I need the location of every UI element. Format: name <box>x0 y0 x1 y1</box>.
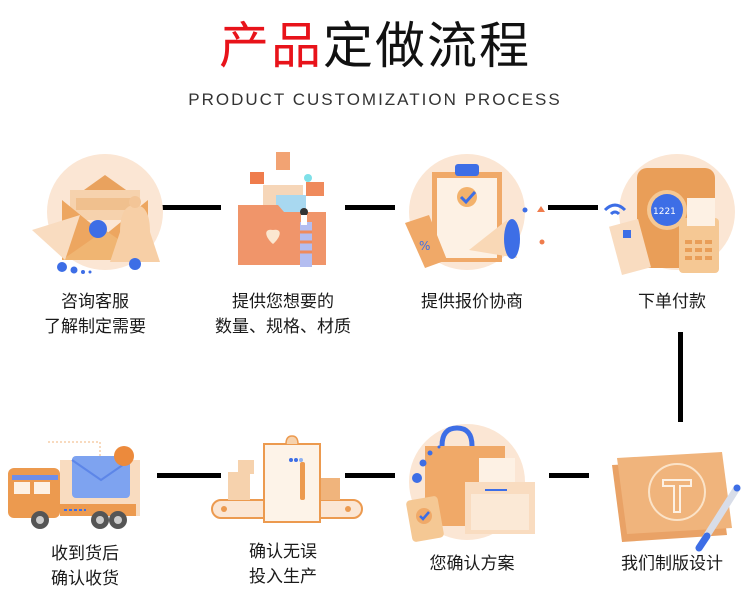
shopping-bag-confirm-icon <box>406 424 535 542</box>
connector-4-5 <box>678 332 683 422</box>
step-label: 收到货后 确认收货 <box>51 544 119 589</box>
connector-6-7 <box>345 473 395 478</box>
svg-text:1221: 1221 <box>653 207 676 217</box>
title-accent: 产品 <box>219 17 323 75</box>
step-label: 确认无误 投入生产 <box>249 542 317 587</box>
title-main: 定做流程 <box>323 17 531 75</box>
page-subtitle: PRODUCT CUSTOMIZATION PROCESS <box>188 90 562 109</box>
clipboard-megaphone-icon: % <box>405 154 545 270</box>
connector-7-8 <box>157 473 221 478</box>
envelope-bell-icon <box>32 154 163 274</box>
connector-5-6 <box>549 473 589 478</box>
blueprint-pen-icon <box>612 452 741 552</box>
connector-3-4 <box>548 205 598 210</box>
step-label: 您确认方案 <box>429 554 515 574</box>
payment-terminal-icon: 1221 <box>603 154 735 276</box>
step-label: 提供报价协商 <box>421 292 523 312</box>
conveyor-production-icon <box>211 435 363 523</box>
folder-files-icon <box>238 152 326 267</box>
step-label: 我们制版设计 <box>621 554 723 574</box>
page-title: 产品定做流程 <box>0 14 750 78</box>
step-label: 下单付款 <box>638 292 706 312</box>
step-label: 提供您想要的 数量、规格、材质 <box>215 292 351 337</box>
svg-text:%: % <box>419 239 430 253</box>
connector-2-3 <box>345 205 395 210</box>
delivery-truck-icon <box>8 441 140 529</box>
connector-1-2 <box>157 205 221 210</box>
step-label: 咨询客服 了解制定需要 <box>44 292 146 337</box>
